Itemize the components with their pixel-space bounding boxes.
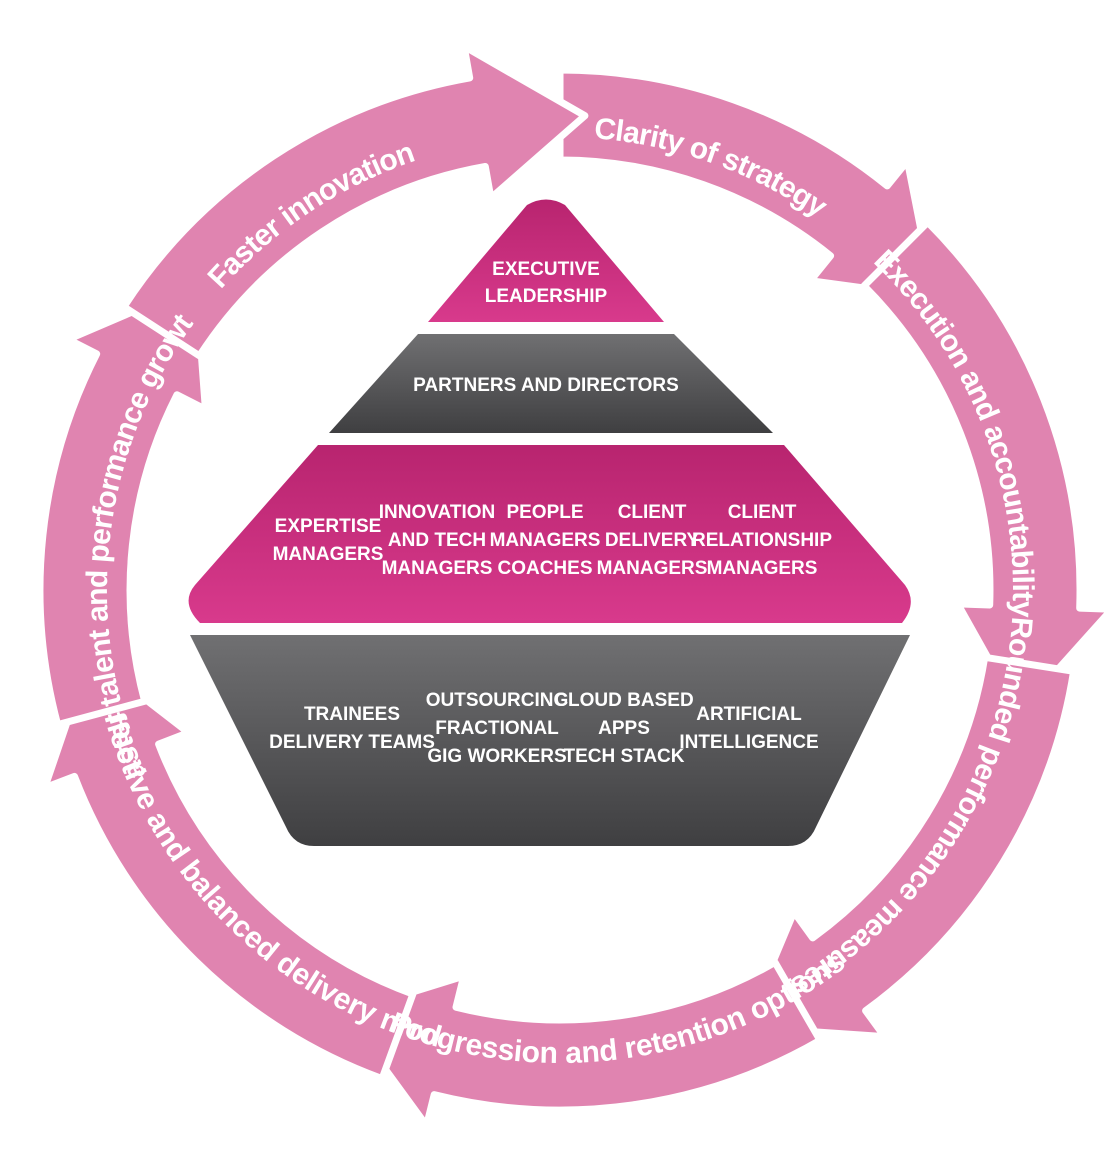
pyramid-tier-executive xyxy=(428,199,664,322)
pyramid-tier-partners xyxy=(329,334,773,433)
pyramid-tier-managers xyxy=(188,445,911,623)
cycle-arrow-2 xyxy=(860,218,1116,717)
cycle-arrow-7 xyxy=(120,42,589,360)
partners-directors-label: PARTNERS AND DIRECTORS xyxy=(413,375,679,396)
pyramid-tier-base xyxy=(190,635,910,846)
pyramid-second-label: PARTNERS AND DIRECTORS xyxy=(413,375,679,396)
